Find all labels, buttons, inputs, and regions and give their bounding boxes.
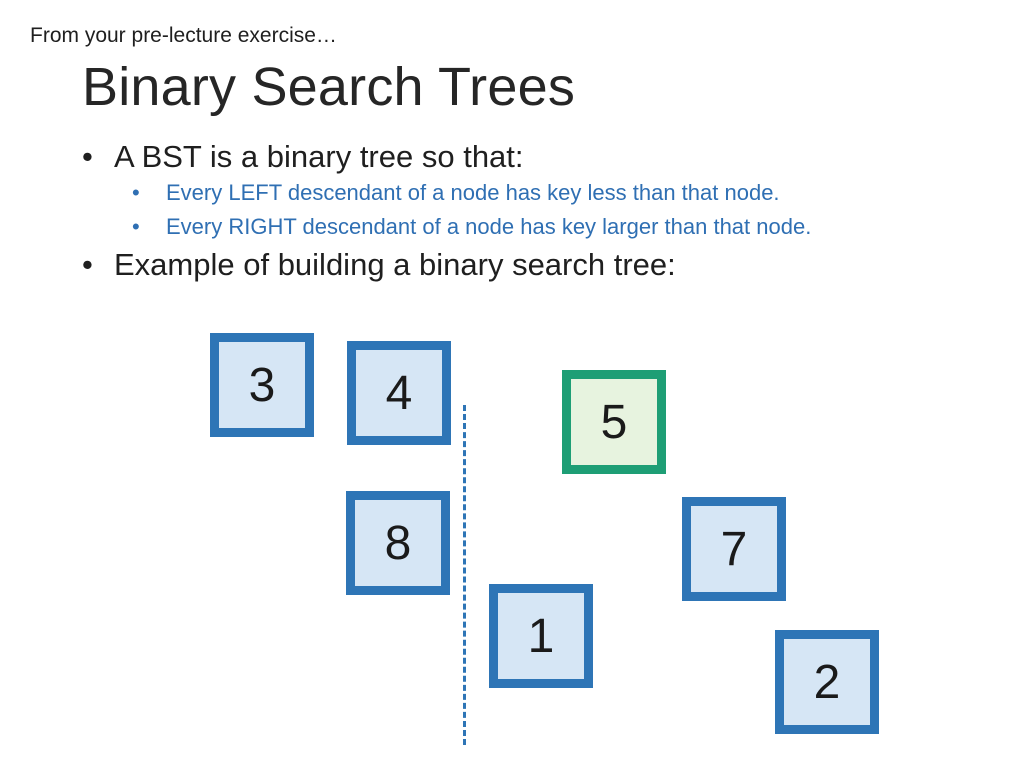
- node-5-highlighted: 5: [562, 370, 666, 474]
- bullet-dot: •: [82, 139, 93, 174]
- bullet-list: • A BST is a binary tree so that: • Ever…: [82, 138, 982, 284]
- sub-bullet-dot: •: [132, 180, 140, 205]
- bullet-text: Example of building a binary search tree…: [114, 247, 676, 282]
- sub-bullet-right-rule: • Every RIGHT descendant of a node has k…: [82, 210, 982, 244]
- node-1: 1: [489, 584, 593, 688]
- slide-title: Binary Search Trees: [82, 57, 576, 117]
- node-4: 4: [347, 341, 451, 445]
- dashed-divider-line: [463, 405, 466, 745]
- sub-bullet-text: Every LEFT descendant of a node has key …: [166, 180, 780, 205]
- bullet-dot: •: [82, 247, 93, 282]
- sub-bullet-left-rule: • Every LEFT descendant of a node has ke…: [82, 176, 982, 210]
- node-8: 8: [346, 491, 450, 595]
- bullet-bst-definition: • A BST is a binary tree so that:: [82, 138, 982, 176]
- slide-kicker: From your pre-lecture exercise…: [30, 24, 337, 47]
- bullet-text: A BST is a binary tree so that:: [114, 139, 524, 174]
- bullet-example: • Example of building a binary search tr…: [82, 246, 982, 284]
- sub-bullet-text: Every RIGHT descendant of a node has key…: [166, 214, 812, 239]
- node-7: 7: [682, 497, 786, 601]
- node-3: 3: [210, 333, 314, 437]
- sub-bullet-dot: •: [132, 214, 140, 239]
- node-2: 2: [775, 630, 879, 734]
